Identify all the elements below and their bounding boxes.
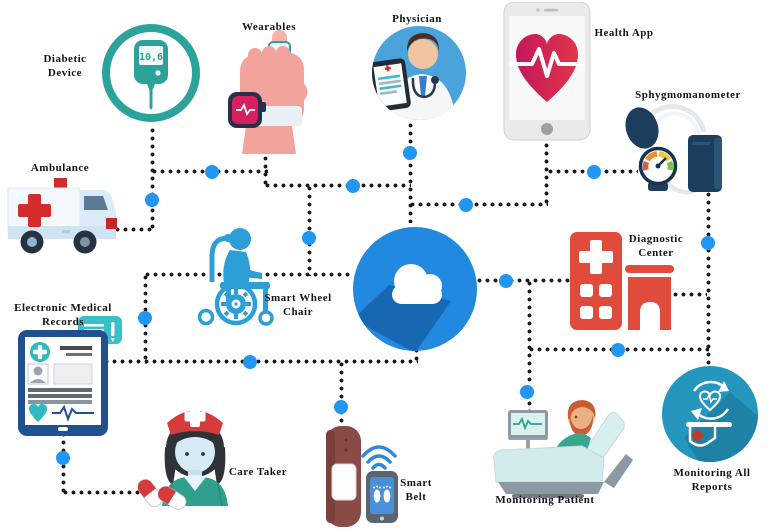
- health-app-icon: [503, 2, 591, 141]
- monitoring-patient-icon: [493, 400, 633, 498]
- connector-node: [205, 165, 219, 179]
- dotted-line: [477, 278, 571, 283]
- svg-text:10,6: 10,6: [139, 52, 163, 63]
- dotted-line: [150, 128, 155, 232]
- connector-node: [346, 179, 360, 193]
- care-taker-icon: [137, 406, 228, 510]
- dotted-line: [265, 183, 411, 188]
- dotted-line: [410, 202, 548, 207]
- connector-node: [243, 355, 257, 369]
- connector-node: [459, 198, 473, 212]
- label-electronic-medical-records: Electronic Medical Records: [14, 302, 112, 329]
- connector-node: [56, 451, 70, 465]
- connector-node: [701, 236, 715, 250]
- connector-node: [334, 400, 348, 414]
- monitoring-all-reports-icon: [662, 366, 758, 462]
- label-wearables: Wearables: [242, 21, 296, 33]
- connector-node: [587, 165, 601, 179]
- dotted-line: [104, 359, 418, 364]
- label-care-taker: Care Taker: [228, 466, 288, 478]
- connector-node: [520, 385, 534, 399]
- ambulance-icon: [7, 178, 117, 254]
- dotted-line: [641, 292, 707, 297]
- connector-node: [499, 274, 513, 288]
- label-ambulance: Ambulance: [30, 162, 90, 174]
- wearables-icon: [228, 30, 311, 154]
- smart-wheel-chair-icon: [197, 228, 274, 326]
- label-monitoring-patient: Monitoring Patient: [495, 494, 595, 506]
- diabetic-device-icon: 10,6: [102, 24, 200, 122]
- electronic-medical-records-icon: [18, 316, 122, 436]
- dotted-line: [263, 148, 268, 188]
- dotted-line: [115, 227, 153, 232]
- dotted-line: [706, 192, 711, 366]
- cloud-icon: [353, 227, 477, 351]
- label-monitoring-all-reports: Monitoring All Reports: [673, 467, 751, 494]
- label-diabetic-device: Diabetic Device: [43, 53, 87, 80]
- physician-icon: [372, 26, 466, 120]
- dotted-line: [527, 281, 532, 413]
- dotted-line: [408, 123, 413, 223]
- label-health-app: Health App: [594, 27, 654, 39]
- label-diagnostic-center: Diagnostic Center: [628, 233, 684, 260]
- connector-node: [611, 343, 625, 357]
- dotted-line: [414, 348, 419, 364]
- connector-node: [138, 311, 152, 325]
- dotted-line: [544, 143, 549, 207]
- label-smart-wheel-chair: Smart Wheel Chair: [264, 292, 332, 319]
- dotted-line: [339, 362, 344, 428]
- connector-node: [302, 231, 316, 245]
- diagnostic-center-icon: [570, 232, 674, 330]
- connector-node: [145, 193, 159, 207]
- smart-belt-icon: [326, 426, 398, 527]
- label-physician: Physician: [392, 13, 442, 25]
- label-sphygmomanometer: Sphygmomanometer: [635, 89, 741, 101]
- connector-node: [403, 146, 417, 160]
- label-smart-belt: Smart Belt: [400, 477, 432, 504]
- dotted-line: [63, 490, 141, 495]
- sphygmomanometer-icon: [625, 104, 722, 195]
